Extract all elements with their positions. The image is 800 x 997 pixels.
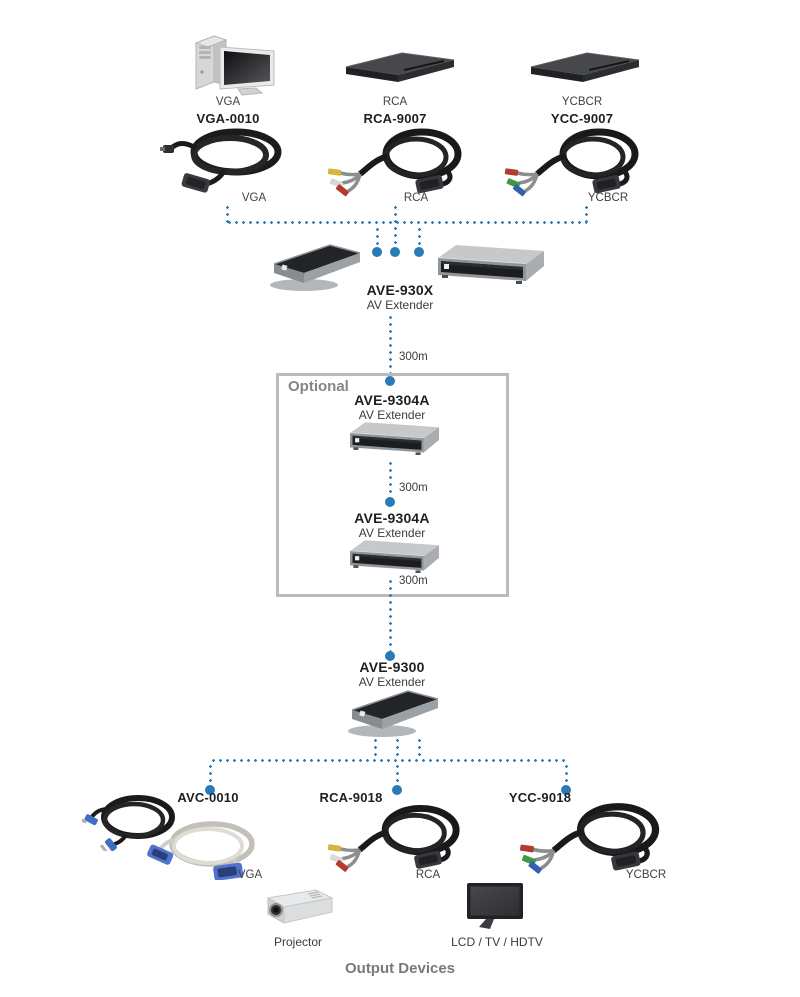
- cable-label: VGA: [241, 192, 267, 204]
- ave-9304a-icon: [336, 536, 448, 578]
- extender-type: AV Extender: [358, 408, 426, 422]
- connector-line: [417, 737, 421, 759]
- cable-label: YCBCR: [625, 869, 667, 881]
- connector-line: [388, 314, 392, 373]
- connector-endpoint-dot: [205, 785, 215, 795]
- source-device-label: RCA: [382, 96, 408, 108]
- connector-endpoint-dot: [385, 376, 395, 386]
- cable-label: RCA: [403, 192, 429, 204]
- component-cable-icon: [500, 126, 646, 198]
- connector-line: [388, 460, 392, 498]
- cable-label: YCBCR: [587, 192, 629, 204]
- extender-type: AV Extender: [358, 675, 426, 689]
- output-devices-section-label: Output Devices: [344, 960, 456, 977]
- extender-name: AVE-930X: [366, 282, 434, 298]
- cable-label: VGA: [237, 869, 263, 881]
- extender-name: AVE-9304A: [354, 510, 430, 526]
- distance-label: 300m: [399, 575, 428, 587]
- extender-type: AV Extender: [358, 526, 426, 540]
- av-source-box-icon: [525, 48, 643, 90]
- extender-name: AVE-9300: [359, 659, 425, 675]
- product-name: YCC-9007: [550, 111, 614, 126]
- connector-line: [373, 737, 377, 759]
- tv-icon: [466, 882, 524, 932]
- connector-endpoint-dot: [385, 497, 395, 507]
- connector-line: [417, 226, 421, 248]
- connector-line: [564, 763, 568, 784]
- connector-endpoint-dot: [385, 651, 395, 661]
- distance-label: 300m: [399, 482, 428, 494]
- ave-930x-transmitter-icon: [260, 238, 372, 292]
- computer-icon: [188, 30, 280, 98]
- ave-9304a-icon: [336, 418, 448, 460]
- white-vga-cable-icon: [146, 818, 264, 880]
- output-device-label: Projector: [273, 935, 323, 949]
- rca-cable-icon: [326, 798, 466, 878]
- connector-endpoint-dot: [414, 247, 424, 257]
- vga-cable-icon: [160, 126, 292, 196]
- cable-label: RCA: [415, 869, 441, 881]
- output-device-label: LCD / TV / HDTV: [451, 935, 543, 949]
- product-name: VGA-0010: [196, 111, 260, 126]
- rca-cable-icon: [326, 126, 468, 198]
- product-name: AVC-0010: [177, 790, 239, 805]
- av-source-box-icon: [340, 48, 458, 90]
- ave-930x-receiver-icon: [428, 240, 548, 290]
- source-device-label: YCBCR: [561, 96, 603, 108]
- audio-cable-icon: [82, 793, 184, 851]
- connector-line: [584, 204, 588, 223]
- connector-line: [225, 204, 229, 223]
- connector-line: [210, 759, 566, 762]
- projector-icon: [260, 883, 338, 935]
- connector-line: [388, 578, 392, 651]
- connector-endpoint-dot: [392, 785, 402, 795]
- connector-line: [375, 226, 379, 248]
- connector-endpoint-dot: [390, 247, 400, 257]
- connector-endpoint-dot: [561, 785, 571, 795]
- component-cable-icon: [515, 798, 667, 878]
- product-name: YCC-9018: [508, 790, 572, 805]
- connector-endpoint-dot: [372, 247, 382, 257]
- connector-line: [393, 204, 397, 249]
- product-name: RCA-9018: [319, 790, 383, 805]
- connector-line: [395, 737, 399, 759]
- extender-type: AV Extender: [366, 298, 434, 312]
- product-name: RCA-9007: [363, 111, 427, 126]
- extender-name: AVE-9304A: [354, 392, 430, 408]
- optional-label: Optional: [288, 378, 349, 395]
- source-device-label: VGA: [215, 96, 241, 108]
- distance-label: 300m: [399, 351, 428, 363]
- ave-9300-icon: [338, 684, 450, 738]
- connector-line: [395, 763, 399, 784]
- connector-line: [226, 221, 587, 224]
- connector-line: [208, 763, 212, 784]
